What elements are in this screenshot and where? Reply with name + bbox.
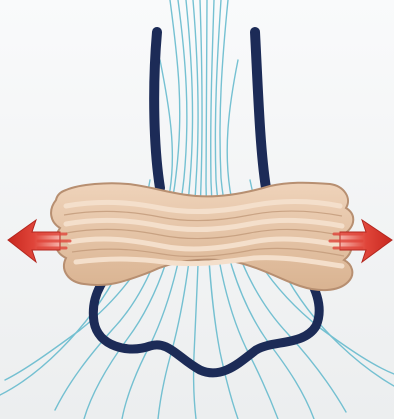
left-nasal-bridge-line xyxy=(154,32,160,188)
